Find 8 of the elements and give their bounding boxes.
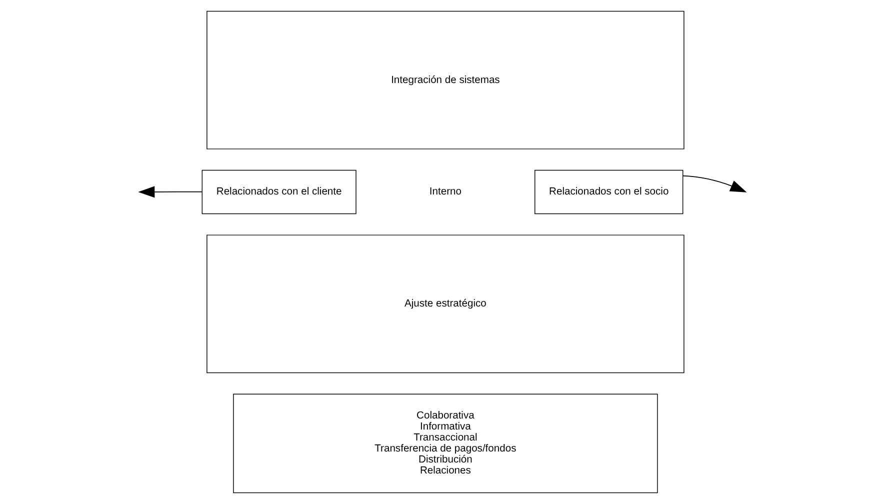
node-box: Colaborativa Informativa Transaccional Transferencia de pagos/fondos Distribución Relaciones [232, 394, 658, 494]
node-box: Integración de sistemas [206, 10, 684, 150]
arrow [682, 175, 746, 192]
node-box: Relacionados con el socio [534, 170, 683, 214]
node-box: Ajuste estratégico [206, 234, 684, 374]
node-box: Relacionados con el cliente [201, 170, 356, 214]
arrow [138, 186, 202, 198]
node-text: Interno [428, 186, 461, 198]
